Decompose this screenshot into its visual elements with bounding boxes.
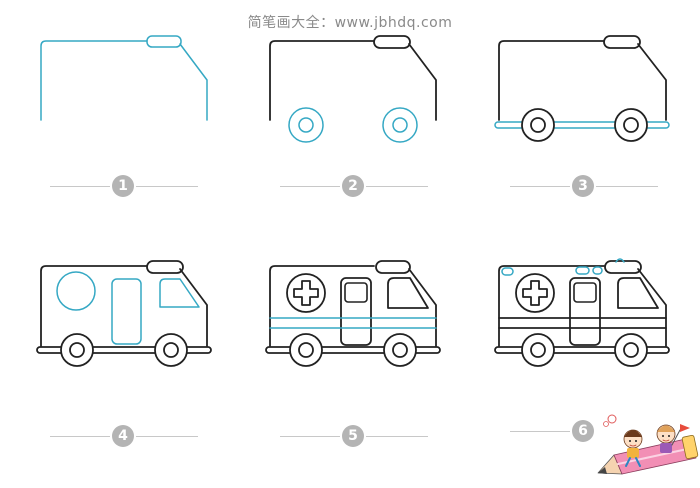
kids-on-pencil-illustration [597,414,699,475]
step-number-badge: 5 [342,425,364,447]
step-5-sketch [265,260,441,367]
step-line [136,436,198,437]
step-line [596,186,658,187]
step-number-badge: 2 [342,175,364,197]
step-line [50,186,110,187]
step-4-sketch [36,260,212,367]
step-number-badge: 1 [112,175,134,197]
step-6-sketch [494,258,670,367]
step-line [510,186,570,187]
step-number-badge: 3 [572,175,594,197]
step-line [280,436,340,437]
step-line [50,436,110,437]
step-number-badge: 6 [572,420,594,442]
site-title: 简笔画大全：www.jbhdq.com [247,15,453,31]
step-line [366,186,428,187]
step-3-sketch [494,35,670,142]
step-1-sketch [40,35,208,121]
step-line [366,436,428,437]
step-line [280,186,340,187]
step-line [510,431,570,432]
step-number-badge: 4 [112,425,134,447]
step-line [136,186,198,187]
step-2-sketch [269,35,437,143]
